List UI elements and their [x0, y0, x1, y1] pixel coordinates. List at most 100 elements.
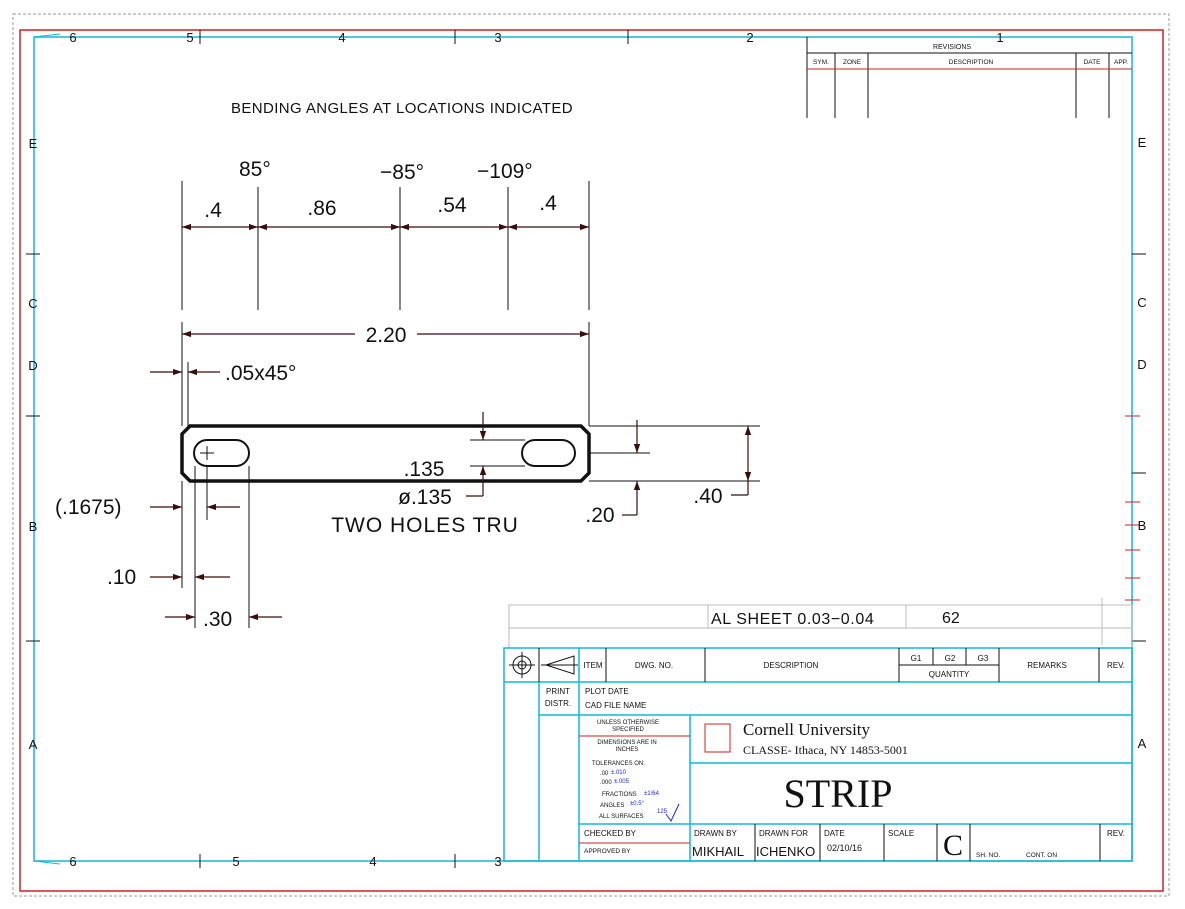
revisions-col-sym: SYM.	[813, 59, 829, 66]
item-number: 62	[942, 610, 960, 627]
zone-row-right-5: A	[1138, 736, 1147, 751]
strip-outline	[180, 424, 591, 483]
header-g1: G1	[911, 654, 922, 663]
print-label: PRINT	[546, 687, 570, 696]
holes-note: TWO HOLES TRU	[331, 514, 519, 537]
dim-height: .40	[693, 485, 722, 508]
rev-label-bottom: REV.	[1107, 829, 1125, 838]
dashed-sheet-edge	[12, 13, 1170, 897]
height-dim	[589, 425, 760, 496]
tol-label-surfaces: ALL SURFACES	[599, 814, 643, 820]
zone-row-left-2: C	[28, 296, 37, 311]
zone-row-left-4: B	[29, 519, 38, 534]
zone-col-top-5: 2	[746, 30, 753, 45]
dim-hole-edge: .20	[585, 504, 614, 527]
revisions-title: REVISIONS	[933, 44, 971, 51]
third-angle-projection-icon	[509, 652, 578, 678]
sheet-size: C	[943, 829, 963, 862]
approved-by-label: APPROVED BY	[584, 848, 631, 855]
zone-col-top-3: 4	[338, 30, 345, 45]
header-rev: REV.	[1107, 661, 1125, 670]
drawn-for-value: ICHENKO	[756, 844, 815, 859]
dims-in-line2: INCHES	[616, 747, 639, 753]
dim-chamfer: .05x45°	[225, 362, 296, 385]
unless-line1: UNLESS OTHERWISE	[597, 720, 659, 726]
checked-by-label: CHECKED BY	[584, 829, 637, 838]
header-quantity: QUANTITY	[929, 670, 970, 679]
dim-slot-width: .135	[404, 458, 445, 481]
header-remarks: REMARKS	[1027, 661, 1067, 670]
dim-seg1: .4	[204, 199, 222, 222]
tol-label-fractions: FRACTIONS	[602, 792, 637, 798]
tol-value-surfaces: 125	[657, 809, 668, 815]
dims-in-line1: DIMENSIONS ARE IN	[597, 740, 656, 746]
drawn-for-label: DRAWN FOR	[759, 829, 808, 838]
surface-finish-icon	[665, 803, 680, 822]
drawn-by-value: MIKHAIL	[692, 844, 744, 859]
slot-width-dim	[466, 412, 525, 497]
plot-date-label: PLOT DATE	[585, 687, 629, 696]
tolerances-on: TOLERANCES ON:	[592, 761, 645, 767]
zone-col-top-2: 5	[186, 30, 193, 45]
dim-ref-offset: (.1675)	[55, 496, 122, 519]
inner-border	[33, 36, 1133, 862]
title-block: AL SHEET 0.03−0.04 62 ITEM	[503, 598, 1133, 862]
bending-note: BENDING ANGLES AT LOCATIONS INDICATED	[231, 100, 573, 117]
header-dwg-no: DWG. NO.	[635, 661, 673, 670]
date-label: DATE	[824, 829, 845, 838]
revisions-col-date: DATE	[1084, 59, 1102, 66]
zone-row-right-2: C	[1137, 295, 1146, 310]
bend-extension-lines	[181, 181, 590, 310]
angle-label-2: −85°	[380, 161, 424, 184]
tol-value-fractions: ±1/64	[644, 791, 660, 797]
distr-label: DISTR.	[545, 699, 571, 708]
sh-no-label: SH. NO.	[976, 852, 1000, 859]
strip-part	[180, 424, 591, 483]
header-g2: G2	[945, 654, 956, 663]
angle-label-3: −109°	[477, 160, 533, 183]
tol-value-angles: ±0.5°	[630, 801, 645, 807]
scale-label: SCALE	[888, 829, 914, 838]
part-title: STRIP	[784, 771, 893, 816]
drawn-by-label: DRAWN BY	[694, 829, 737, 838]
right-slot	[521, 439, 576, 467]
zone-col-bottom-3: 4	[369, 854, 376, 869]
zone-ticks	[26, 30, 1146, 868]
logo-box	[704, 723, 731, 753]
zone-ticks-red	[1125, 415, 1140, 601]
zone-col-bottom-1: 6	[69, 854, 76, 869]
dim-hole-x: .10	[107, 566, 136, 589]
zone-row-right-3: D	[1137, 357, 1146, 372]
tol-label-3dp: .000	[600, 780, 612, 786]
angle-label-1: 85°	[239, 158, 271, 181]
zone-row-right-1: E	[1138, 135, 1147, 150]
header-item: ITEM	[583, 661, 602, 670]
institution-name: Cornell University	[743, 720, 871, 739]
zone-row-left-1: E	[29, 136, 38, 151]
institution-address: CLASSE- Ithaca, NY 14853-5001	[743, 743, 908, 757]
dim-hole-dia: ø.135	[398, 486, 452, 509]
left-slot	[193, 439, 250, 467]
zone-col-top-4: 3	[494, 30, 501, 45]
material-text: AL SHEET 0.03−0.04	[711, 611, 874, 628]
tol-label-angles: ANGLES	[600, 803, 624, 809]
revisions-col-zone: ZONE	[843, 59, 862, 66]
dim-slot-x: .30	[203, 608, 232, 631]
overall-dim	[181, 322, 590, 426]
dim-seg2: .86	[307, 197, 336, 220]
border-corner-bl	[33, 860, 61, 865]
tol-value-3dp: ±.005	[614, 779, 630, 785]
cont-on-label: CONT. ON	[1026, 852, 1057, 859]
zone-row-left-3: D	[28, 358, 37, 373]
header-g3: G3	[978, 654, 989, 663]
tol-value-2dp: ±.010	[611, 770, 627, 776]
zone-row-right-4: B	[1138, 518, 1147, 533]
revisions-col-description: DESCRIPTION	[949, 59, 994, 66]
left-side-dims	[150, 466, 282, 628]
dim-seg4: .4	[539, 192, 557, 215]
zone-row-left-5: A	[29, 737, 38, 752]
tol-label-2dp: .00	[600, 771, 609, 777]
zone-col-top-1: 6	[69, 30, 76, 45]
zone-col-top-6: 1	[996, 30, 1003, 45]
